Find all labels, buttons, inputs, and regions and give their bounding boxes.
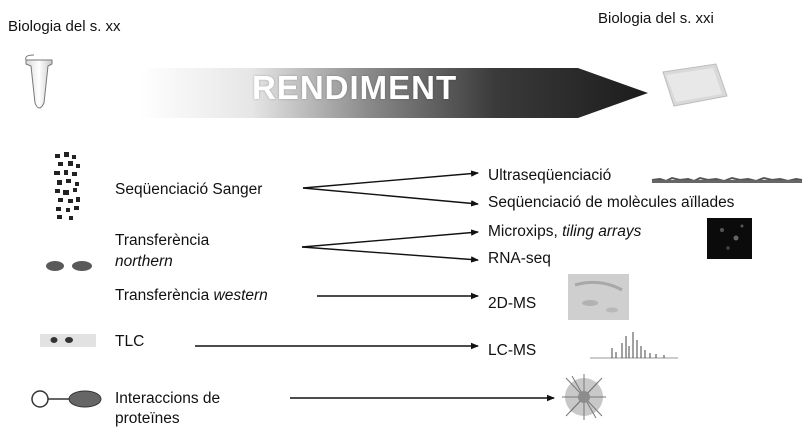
single-molecule-label: Seqüenciació de molècules aïllades <box>488 194 734 212</box>
banner-label: RENDIMENT <box>252 69 457 107</box>
northern-blot-icon <box>46 261 92 271</box>
arrow-sanger-to-ultra <box>303 173 478 188</box>
sanger-label: Seqüenciació Sanger <box>115 181 262 199</box>
protein-interaction-icon <box>32 391 101 407</box>
microchip-slide-icon <box>663 64 727 106</box>
western-label-prefix: Transferència <box>115 287 209 304</box>
arrow-northern-to-rnaseq <box>302 247 478 260</box>
right-era-title: Biologia del s. xxi <box>598 10 714 28</box>
sanger-gel-icon <box>54 152 80 220</box>
interactions-label-line1: Interaccions de <box>115 390 220 408</box>
northern-label-line1: Transferència <box>115 232 209 250</box>
western-label: Transferència western <box>115 287 268 305</box>
ultrasequencing-label: Ultraseqüenciació <box>488 167 611 185</box>
interaction-network-icon <box>562 374 606 420</box>
interactions-label-line2: proteïnes <box>115 410 180 428</box>
arrow-northern-to-microarrays <box>302 232 478 247</box>
tlc-plate-icon <box>40 334 96 347</box>
left-era-title: Biologia del s. xx <box>8 18 121 36</box>
arrow-sanger-to-single-molecule <box>303 188 478 204</box>
western-label-italic: western <box>214 287 268 304</box>
microarrays-label: Microxips, tiling arrays <box>488 223 641 241</box>
northern-label-line2: northern <box>115 253 173 271</box>
microarrays-label-prefix: Microxips, <box>488 223 558 240</box>
microarrays-label-italic: tiling arrays <box>562 223 641 240</box>
lcms-label: LC-MS <box>488 342 536 360</box>
microarray-image-icon <box>707 218 752 259</box>
2dms-label: 2D-MS <box>488 295 536 313</box>
rnaseq-label: RNA-seq <box>488 250 551 268</box>
tlc-label: TLC <box>115 333 144 351</box>
two-d-gel-icon <box>568 274 629 320</box>
test-tube-icon <box>26 55 52 108</box>
ultrasequencing-trace-icon <box>652 178 802 183</box>
lcms-spectrum-icon <box>590 332 678 358</box>
